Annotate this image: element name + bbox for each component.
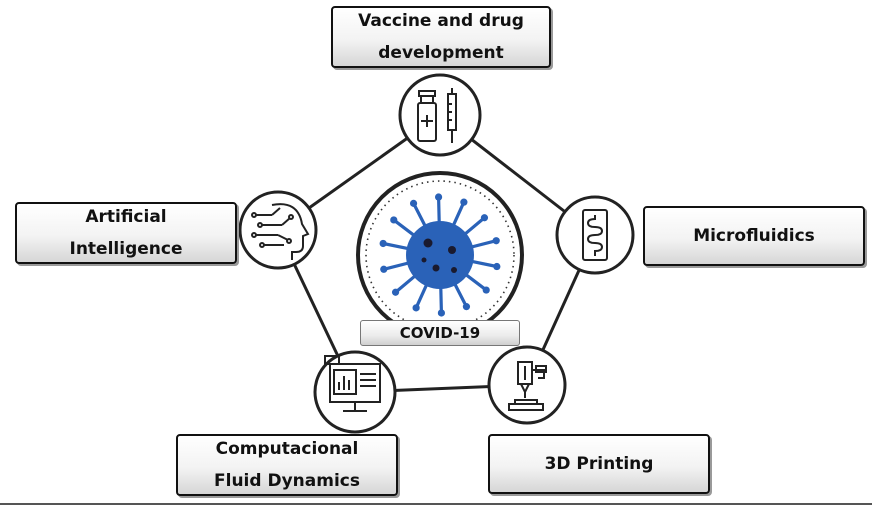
virus-spike bbox=[412, 203, 428, 229]
virus-spike bbox=[395, 273, 418, 293]
virus-spike-tip bbox=[380, 265, 388, 273]
virus-spike-tip bbox=[493, 262, 501, 271]
virus-spike-tip bbox=[460, 198, 468, 206]
ai-head-icon bbox=[251, 203, 310, 260]
virus-spike-tip bbox=[390, 216, 398, 224]
bottom-divider bbox=[0, 503, 872, 505]
virus-spike bbox=[452, 281, 468, 307]
virus-spike bbox=[439, 285, 443, 313]
virus-spike-tip bbox=[480, 214, 489, 222]
microfluidic-chip-icon bbox=[582, 209, 608, 261]
virus-spike bbox=[415, 282, 429, 308]
virus-spike-tip bbox=[437, 309, 446, 317]
microfluidics-label: Microfluidics bbox=[643, 206, 865, 266]
printing-label: 3D Printing bbox=[488, 434, 710, 494]
ai-node bbox=[238, 190, 318, 270]
virus-spike bbox=[451, 202, 465, 228]
virus-spike bbox=[462, 217, 485, 237]
3d-printer-icon bbox=[508, 361, 547, 411]
vaccine-node bbox=[398, 73, 482, 157]
virus-spike bbox=[383, 242, 411, 251]
virus-spike-tip bbox=[434, 193, 443, 201]
computer-monitor-icon bbox=[324, 355, 381, 412]
virus-spike bbox=[469, 259, 497, 268]
virus-spike-tip bbox=[391, 288, 400, 296]
virus-spike-tip bbox=[379, 239, 387, 248]
virus-spike-tip bbox=[482, 286, 490, 294]
virus-spike bbox=[393, 219, 417, 238]
cfd-node bbox=[313, 350, 397, 434]
microfluidics-node bbox=[555, 195, 635, 275]
virus-spike-tip bbox=[409, 199, 418, 207]
virus-spike bbox=[469, 239, 496, 249]
virus-spike bbox=[384, 261, 411, 271]
virus-spike bbox=[437, 197, 441, 225]
covid-virus-icon bbox=[356, 171, 524, 339]
center-covid-label: COVID-19 bbox=[360, 320, 520, 346]
virus-spike-tip bbox=[492, 237, 500, 245]
vaccine-syringe-icon bbox=[417, 88, 457, 143]
printing-node bbox=[487, 345, 567, 425]
virus-spike bbox=[463, 272, 487, 291]
virus-spike-tip bbox=[412, 304, 420, 312]
virus-spike-tip bbox=[462, 303, 471, 311]
